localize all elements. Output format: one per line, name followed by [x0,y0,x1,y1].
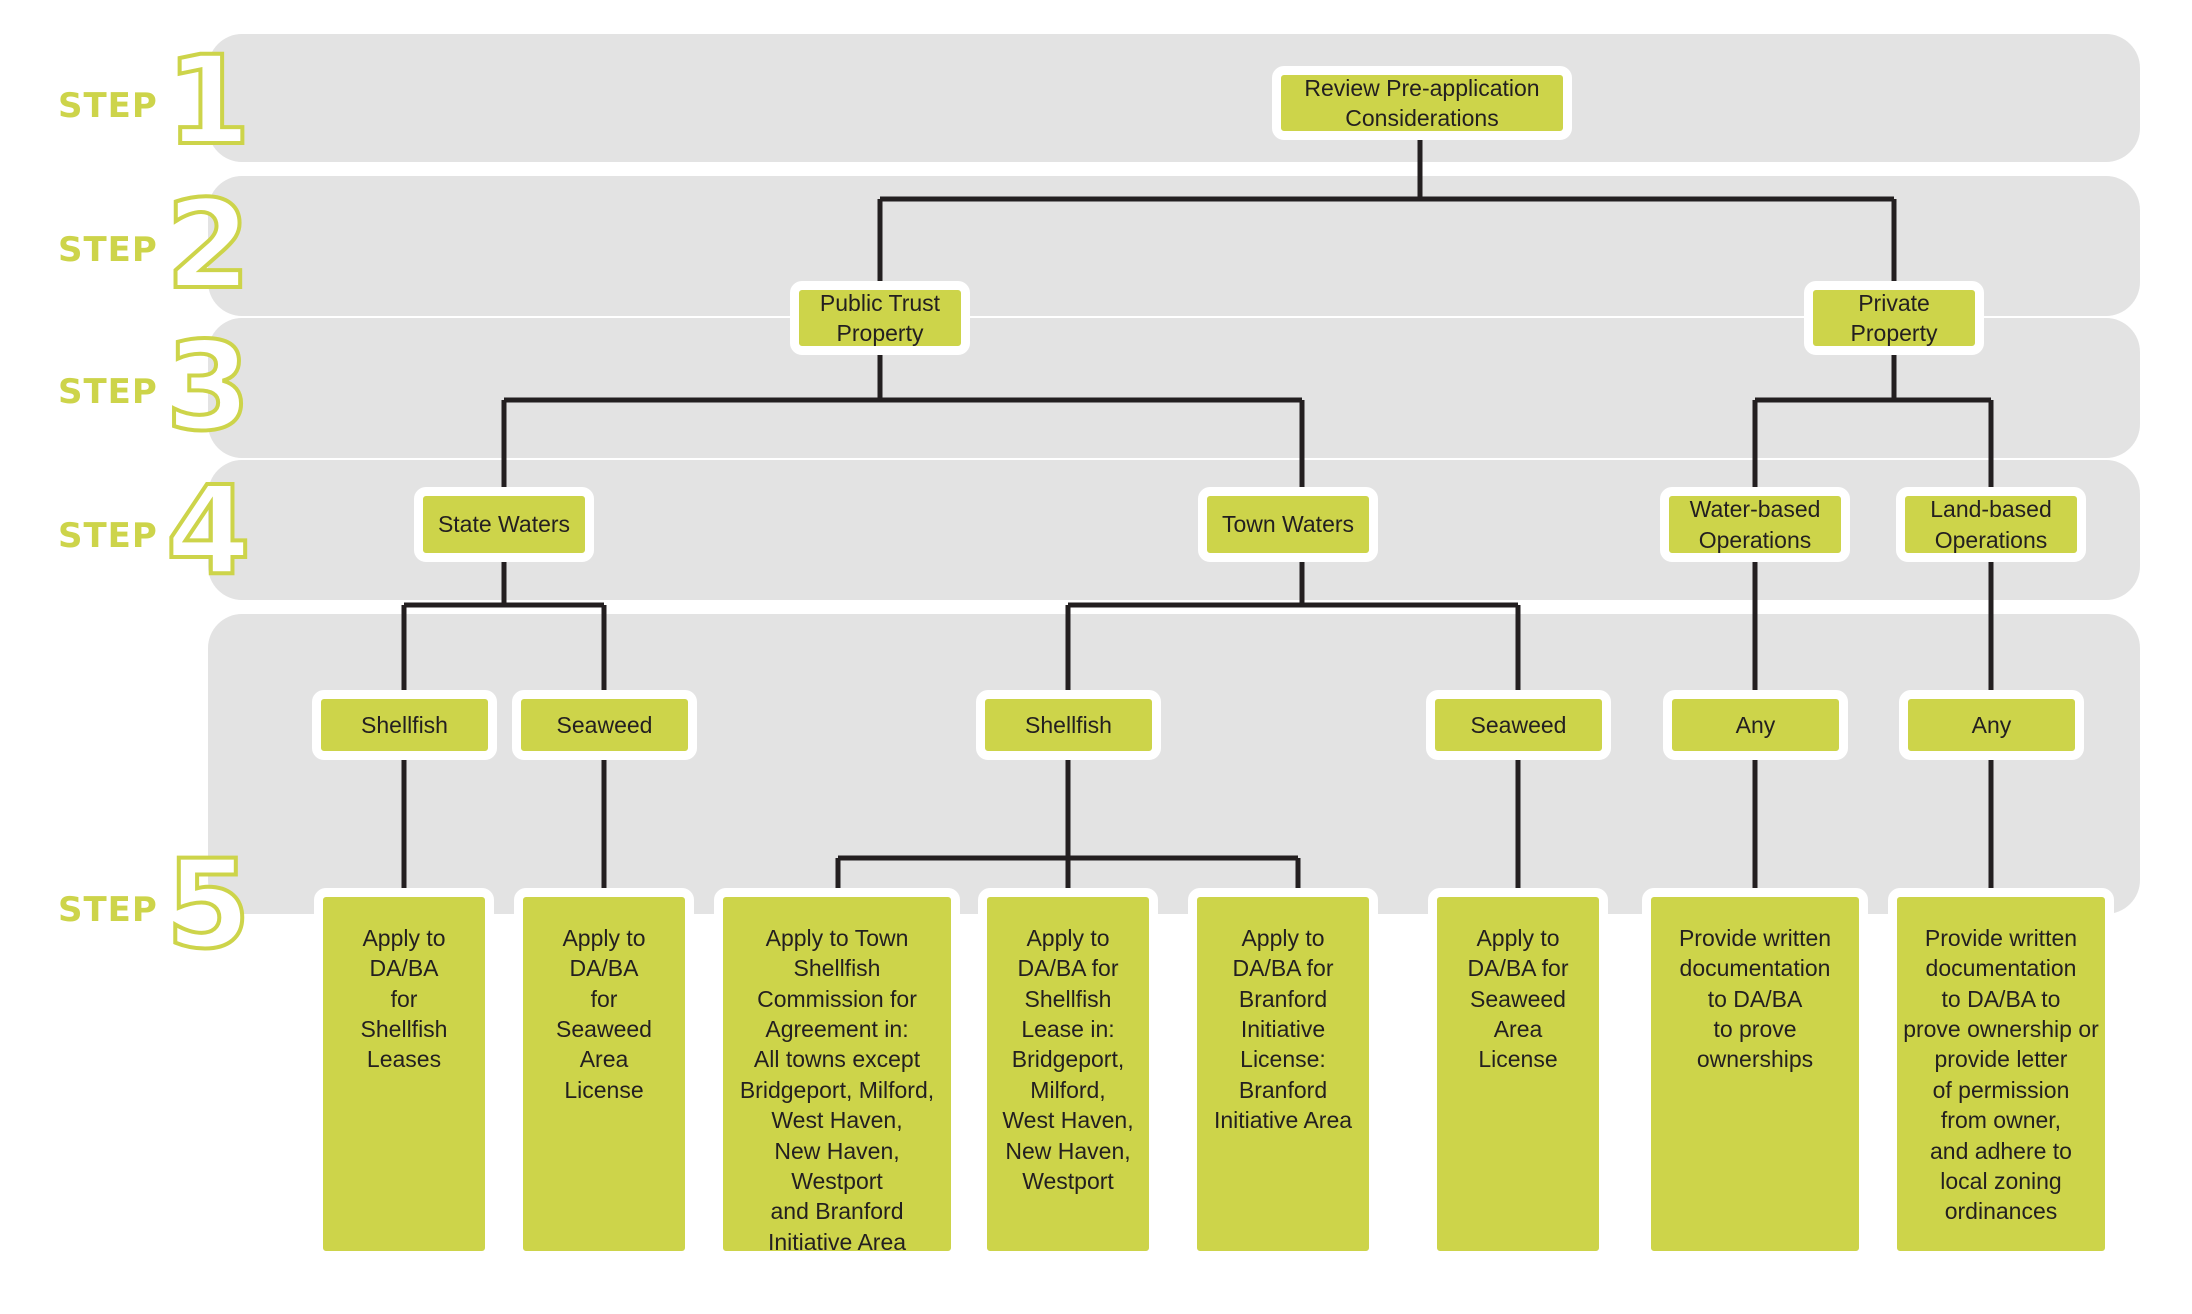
node-state-seaweed[interactable]: Seaweed [512,690,697,760]
node-town-seaweed[interactable]: Seaweed [1426,690,1611,760]
node-land-any[interactable]: Any [1899,690,2084,760]
node-review-preapplication[interactable]: Review Pre-application Considerations [1272,66,1572,140]
outcome-water-based-documentation[interactable]: Provide written documentation to DA/BA t… [1642,888,1868,1260]
node-water-any[interactable]: Any [1663,690,1848,760]
node-private-property[interactable]: Private Property [1804,281,1984,355]
outcome-town-shellfish-commission-agreement[interactable]: Apply to Town Shellfish Commission for A… [714,888,960,1260]
node-state-waters[interactable]: State Waters [414,487,594,562]
node-land-based-operations[interactable]: Land-based Operations [1896,487,2086,562]
node-public-trust-property[interactable]: Public Trust Property [790,281,970,355]
outcome-land-based-documentation[interactable]: Provide written documentation to DA/BA t… [1888,888,2114,1260]
node-town-waters[interactable]: Town Waters [1198,487,1378,562]
outcome-town-seaweed-license[interactable]: Apply to DA/BA for Seaweed Area License [1428,888,1608,1260]
step-band-1 [208,34,2140,162]
outcome-town-shellfish-lease[interactable]: Apply to DA/BA for Shellfish Lease in: B… [978,888,1158,1260]
outcome-state-shellfish-leases[interactable]: Apply to DA/BA for Shellfish Leases [314,888,494,1260]
outcome-branford-initiative-license[interactable]: Apply to DA/BA for Branford Initiative L… [1188,888,1378,1260]
node-town-shellfish[interactable]: Shellfish [976,690,1161,760]
node-water-based-operations[interactable]: Water-based Operations [1660,487,1850,562]
node-state-shellfish[interactable]: Shellfish [312,690,497,760]
step-band-5 [208,614,2140,914]
outcome-state-seaweed-license[interactable]: Apply to DA/BA for Seaweed Area License [514,888,694,1260]
